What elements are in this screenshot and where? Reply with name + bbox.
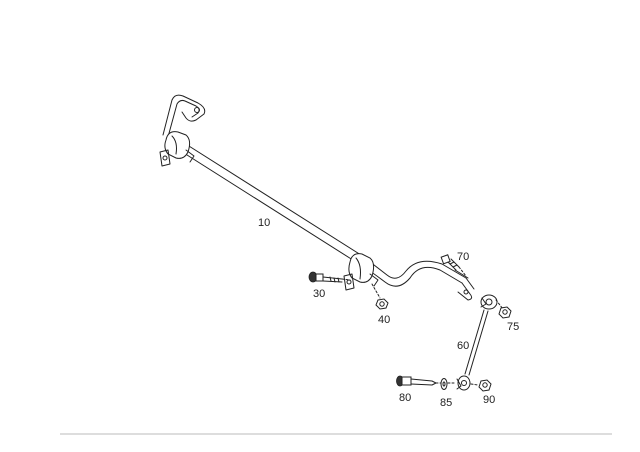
- callout-30: 30: [313, 288, 325, 300]
- stabilizer-link-60[interactable]: [456, 294, 504, 391]
- callout-85: 85: [440, 397, 452, 409]
- bolt-70[interactable]: [440, 254, 467, 277]
- callout-80: 80: [399, 392, 411, 404]
- callout-10: 10: [258, 217, 270, 229]
- callout-70: 70: [457, 251, 469, 263]
- nut-90[interactable]: [470, 379, 492, 392]
- nut-40[interactable]: [371, 283, 389, 310]
- callout-90: 90: [483, 394, 495, 406]
- callout-40: 40: [378, 314, 390, 326]
- callout-75: 75: [507, 321, 519, 333]
- callout-60: 60: [457, 340, 469, 352]
- nut-75[interactable]: [498, 306, 512, 319]
- left-bushing-bracket[interactable]: [159, 131, 195, 167]
- bolt-30[interactable]: [308, 271, 351, 283]
- stabilizer-bar[interactable]: [162, 94, 475, 301]
- center-bushing-bracket[interactable]: [343, 253, 379, 291]
- washer-85[interactable]: [440, 378, 448, 390]
